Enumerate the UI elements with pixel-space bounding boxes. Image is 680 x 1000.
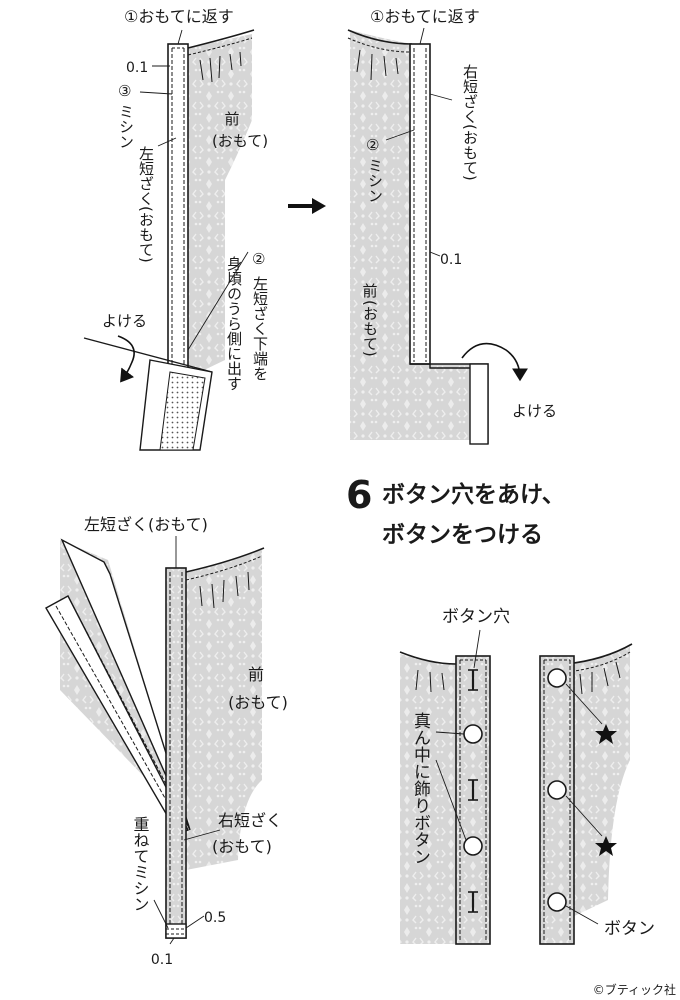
panel-a: ①おもてに返す 0.1 ③ ミシン 左短ざく(おもて) 前 (おもて) ② 左短…	[83, 7, 269, 451]
button-label: ボタン	[604, 919, 655, 939]
step-title-line-2: ボタンをつける	[382, 522, 543, 548]
leader-b1	[419, 27, 425, 45]
copyright: ©ブティック社	[593, 982, 676, 997]
neckline-left-d	[399, 651, 457, 665]
step-6-heading: 6 ボタン穴をあけ、 ボタンをつける	[346, 473, 565, 548]
step-sew-word-b: ミシン	[366, 158, 384, 203]
button	[547, 780, 567, 800]
panel-c: 左短ざく(おもて) 前 (おもて) 右短ざく (おもて) 重ねてミシン 0.5 …	[45, 515, 288, 968]
gather-lines	[199, 51, 242, 83]
panel-b: ①おもてに返す 右短ざく(おもて) ② ミシン 0.1 前 (おもて) よける	[347, 7, 557, 445]
front-body-fabric	[188, 34, 252, 372]
right-placket-label-b: 右短ざく(おもて)	[461, 64, 479, 181]
star-icon	[595, 724, 617, 744]
leader-d3	[435, 759, 467, 841]
left-placket-label-a: 左短ざく(おもて)	[137, 146, 155, 263]
gather-lines-c	[199, 571, 250, 609]
gather-lines-d	[415, 661, 621, 695]
front-label-c-2: (おもて)	[228, 693, 288, 712]
note-text-a-2: 身頃のうら側に出す	[225, 256, 243, 391]
folded-corner-dots	[159, 371, 206, 451]
left-placket-folded-c	[45, 595, 189, 835]
cut-line	[83, 337, 213, 373]
leader-d1	[473, 629, 481, 669]
front-label-b-2: (おもて)	[361, 300, 379, 357]
neckline-stitch-b	[347, 37, 411, 53]
button	[547, 668, 567, 688]
leader-b4	[429, 251, 441, 257]
seam-allowance-a: 0.1	[126, 60, 148, 76]
note-step-a: ②	[252, 250, 265, 268]
note-text-a: 左短ざく下端を	[251, 276, 269, 381]
panel-d: ボタン穴 真ん中に飾りボタン ボタン	[399, 607, 655, 945]
leader-a4	[157, 137, 177, 147]
neckline-curve-c	[185, 547, 265, 573]
front-body-fabric-b-lower	[350, 160, 412, 364]
leader-c4	[185, 915, 205, 929]
seam-05-label: 0.5	[204, 910, 226, 926]
front-body-fabric-c	[186, 550, 262, 870]
right-placket-strip-c	[165, 567, 187, 939]
neckline-stitch	[187, 37, 253, 56]
star-icon	[595, 836, 617, 856]
button	[547, 892, 567, 912]
step-sew-number-a: ③	[118, 82, 131, 100]
step-number: 6	[346, 473, 372, 517]
leader-a5	[187, 251, 249, 351]
left-placket-strip	[167, 43, 189, 369]
leader-d2	[435, 731, 465, 735]
decorative-button-label: 真ん中に飾りボタン	[410, 712, 431, 865]
leader-a3	[139, 91, 173, 95]
buttonhole-mark	[468, 891, 478, 913]
avoid-label-b: よける	[512, 402, 557, 420]
leader-d4	[565, 683, 603, 725]
leader-a1	[177, 29, 183, 45]
neckline-stitch-c	[185, 555, 263, 581]
front-label-c-1: 前	[248, 665, 264, 684]
overlap-stitch-box	[165, 923, 187, 939]
right-placket-label-c-2: (おもて)	[212, 837, 272, 856]
left-placket-label-c: 左短ざく(おもて)	[84, 515, 208, 534]
step-sew-number-b: ②	[366, 136, 379, 154]
front-label-a-1: 前	[224, 110, 239, 128]
decorative-button	[463, 836, 483, 856]
hem-flap-b	[469, 363, 489, 445]
front-label-a-2: (おもて)	[212, 132, 268, 150]
buttonhole-mark	[468, 779, 478, 801]
leader-d6	[565, 905, 599, 925]
leader-c5	[169, 937, 175, 945]
leader-c3	[153, 899, 169, 929]
buttonhole-mark	[468, 669, 478, 691]
overlap-sew-label: 重ねてミシン	[131, 816, 150, 912]
next-step-arrow	[288, 198, 326, 214]
left-placket-folded-c2	[60, 538, 191, 831]
neckline-curve	[187, 29, 255, 49]
leader-b3	[385, 129, 415, 141]
gather-lines-b	[356, 49, 399, 81]
neckline-curve-b	[347, 29, 413, 45]
leader-b2	[429, 93, 453, 101]
decorative-button	[463, 724, 483, 744]
leader-d5	[565, 795, 603, 837]
seam-allowance-b: 0.1	[440, 252, 462, 268]
right-placket-label-c-1: 右短ざく	[218, 811, 282, 830]
step-turn-label-b: ①おもてに返す	[370, 7, 480, 26]
avoid-arrow-a	[117, 335, 135, 383]
step-turn-label-a: ①おもてに返す	[124, 7, 234, 26]
left-body-fabric-d	[400, 654, 456, 944]
right-body-fabric-d	[566, 644, 630, 920]
avoid-arrow-b	[461, 342, 528, 382]
right-placket-strip	[409, 43, 431, 365]
avoid-label-a: よける	[102, 312, 147, 330]
leader-c2	[183, 829, 221, 841]
front-label-b-1: 前	[362, 282, 377, 300]
seam-01-label-c: 0.1	[151, 952, 173, 968]
step-title-line-1: ボタン穴をあけ、	[382, 481, 565, 508]
buttonhole-label: ボタン穴	[442, 607, 510, 627]
step-sew-word-a: ミシン	[117, 104, 135, 149]
